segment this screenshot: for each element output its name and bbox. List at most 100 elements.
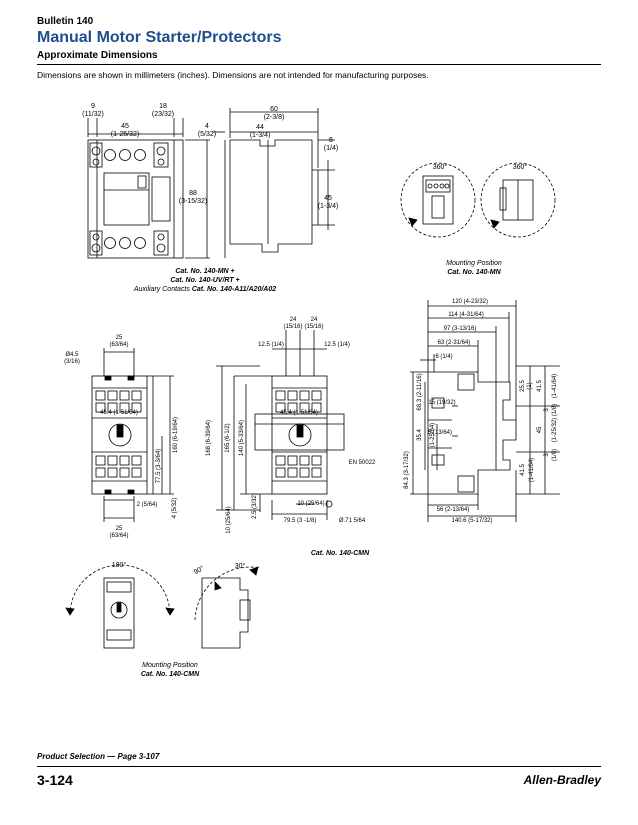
rail-dim-10: 10 (25/64): [226, 506, 232, 533]
dim-18-in: (23/32): [152, 111, 174, 118]
fig1-caption-3b: Cat. No. 140-A11/A20/A02: [192, 286, 276, 293]
rail-dim-10b: 10 (25/64): [297, 501, 324, 507]
side-dim-56: 56 (2-13/64): [437, 507, 470, 513]
cmn-dim-hole-in: (3/16): [64, 359, 80, 365]
fig1-caption-1: Cat. No. 140-MN +: [175, 268, 234, 275]
angle-90: 90°: [192, 564, 205, 576]
rail-dim-24b-in: (15/16): [304, 324, 323, 330]
rail-dim-165: 165 (6-1/2): [225, 423, 231, 452]
brand-logo: Allen-Bradley: [523, 773, 601, 787]
fig1-caption-2: Cat. No. 140-UV/RT +: [170, 277, 239, 284]
header-rule: [37, 64, 601, 65]
figure-140-cmn-rail: [216, 330, 345, 520]
dim-45-width: 45: [121, 123, 129, 130]
side-dim-15: 15 (19/32): [428, 400, 455, 406]
angle-180: 180°: [112, 561, 127, 569]
rail-dim-125a: 12.5 (1/4): [258, 342, 284, 348]
side-dim-63: 63 (2-31/64): [438, 340, 471, 346]
side-dim-255-in: (1): [527, 382, 533, 389]
side-dim-415a-in: (1-41/64): [552, 374, 558, 398]
dim-88-in: (3-15/32): [179, 198, 207, 205]
bulletin-label: Bulletin 140: [37, 16, 94, 27]
dim-6-in: (1/4): [324, 145, 338, 152]
side-dim-6: 6 (1/4): [435, 354, 452, 360]
dim-4: 4: [205, 123, 209, 130]
side-dim-45-in: (1-25/32): [552, 418, 558, 442]
angle-360-right: 360°: [513, 163, 528, 171]
cmn-dim-4: 4 (5/32): [172, 498, 178, 519]
rail-dim-140: 140 (5-33/64): [239, 420, 245, 456]
rail-dim-071: Ø.71 5/64: [339, 518, 366, 524]
dim-60-in: (2-3/8): [264, 114, 285, 121]
page-title: Manual Motor Starter/Protectors: [37, 29, 282, 46]
cmn-dim-hole: Ø4.5: [65, 352, 79, 358]
rail-dim-168: 168 (6-39/64): [206, 420, 212, 456]
side-dim-255: 25.5: [520, 380, 526, 392]
side-dim-3a-in: (1/8): [552, 404, 558, 416]
dimensions-note: Dimensions are shown in millimeters (inc…: [37, 70, 429, 80]
rail-dim-795: 79.5 (3 -1/8): [284, 518, 317, 524]
dim-45-height: 45: [324, 195, 332, 202]
dim-9: 9: [91, 103, 95, 110]
side-dim-5: 5 (13/64): [428, 430, 452, 436]
fig6-caption-2: Cat. No. 140-CMN: [141, 671, 200, 678]
cmn-dim-25b-in: (63/64): [109, 533, 128, 539]
figure-140-cmn-front: [91, 348, 174, 522]
rail-standard: EN 50022: [349, 460, 376, 466]
dim-44: 44: [256, 124, 264, 131]
side-dim-3a: 3: [544, 408, 550, 412]
side-dim-415b: 41.5: [520, 464, 526, 476]
mn-side-view: [229, 139, 319, 253]
dim-45-height-in: (1-3/4): [318, 203, 339, 210]
cmn-dim-25: 25: [116, 335, 123, 341]
section-subtitle: Approximate Dimensions: [37, 50, 158, 61]
side-dim-683: 68.3 (2-11/16): [417, 373, 423, 410]
page-number: 3-124: [37, 772, 73, 788]
side-dim-114: 114 (4-31/64): [448, 312, 484, 318]
mn-front-body: [87, 139, 184, 259]
fig1-caption-3a: Auxiliary Contacts: [133, 286, 192, 293]
product-selection-link[interactable]: Product Selection — Page 3-107: [37, 752, 160, 761]
dim-9-in: (11/32): [82, 111, 104, 118]
fig1-caption-3: Auxiliary Contacts Cat. No. 140-A11/A20/…: [133, 286, 276, 293]
figure-140-cmn-side: [410, 300, 560, 522]
side-dim-415a: 41.5: [537, 380, 543, 392]
figure-140-mn: [87, 108, 335, 259]
dim-88: 88: [189, 190, 197, 197]
footer-rule: [37, 766, 601, 767]
figure-mounting-mn: [400, 162, 556, 238]
rail-dim-125b: 12.5 (1/4): [324, 342, 350, 348]
side-dim-3b-in: (1/8): [552, 449, 558, 461]
fig2-caption-1: Mounting Position: [446, 260, 502, 267]
dim-18: 18: [159, 103, 167, 110]
side-dim-354-in: (1-25/64): [430, 423, 436, 447]
din-rail: [254, 413, 345, 451]
dim-6: 6: [329, 137, 333, 144]
dim-4-in: (5/32): [198, 131, 216, 138]
dim-44-in: (1-3/4): [250, 132, 271, 139]
rail-dim-24a: 24: [290, 317, 297, 323]
cmn-dim-25b: 25: [116, 526, 123, 532]
rail-dim-25: 2.5 (3/32): [252, 493, 258, 519]
angle-360-left: 360°: [433, 163, 448, 171]
figure-mounting-cmn: [65, 564, 261, 649]
rail-dim-inner: 45.4 (1-51/64): [280, 410, 318, 416]
dim-45-width-in: (1-25/32): [111, 131, 139, 138]
side-dim-1406: 140.6 (5-17/32): [451, 518, 492, 524]
side-dim-3b: 3: [544, 453, 550, 457]
fig6-caption-1: Mounting Position: [142, 662, 198, 669]
cmn-dim-inner: 45.4 (1-51/64): [100, 410, 138, 416]
rail-dim-24a-in: (15/16): [283, 324, 302, 330]
angle-30: 30°: [235, 562, 246, 570]
fig2-caption-2: Cat. No. 140-MN: [447, 269, 501, 276]
cmn-dim-2: 2 (5/64): [137, 502, 158, 508]
cmn-dim-160: 160 (6-19/64): [173, 417, 179, 453]
cmn-dim-25-in: (63/64): [109, 342, 128, 348]
dim-60: 60: [270, 106, 278, 113]
cmn-front-body: [91, 375, 148, 495]
cmn-dim-775: 77.5 (3-3/64): [156, 449, 162, 483]
side-dim-45: 45: [537, 426, 543, 433]
rail-dim-24b: 24: [311, 317, 318, 323]
side-dim-415b-in: (1-41/64): [529, 458, 535, 482]
side-dim-843: 84.3 (3-17/32): [404, 451, 410, 489]
